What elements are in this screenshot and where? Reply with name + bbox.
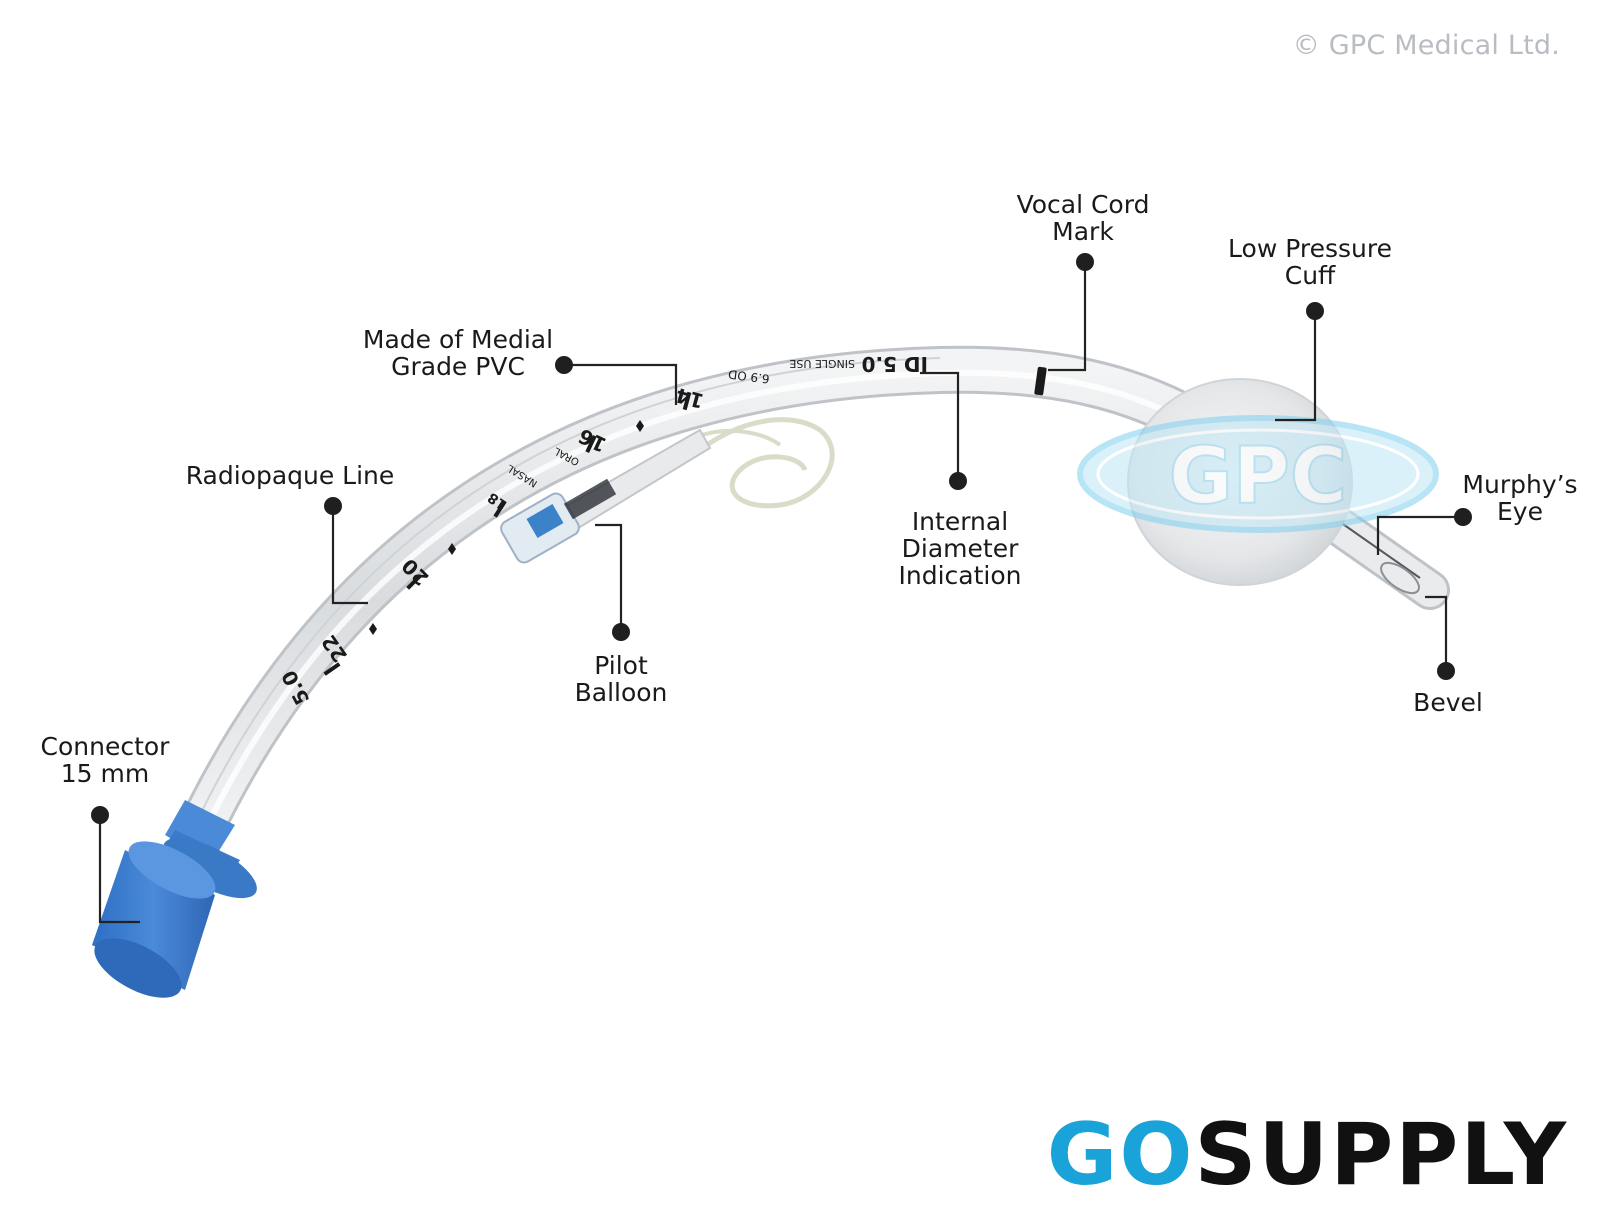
- watermark-text: GPC: [1169, 432, 1347, 522]
- gpc-watermark: GPC: [1077, 415, 1439, 533]
- leader-murphys-eye: [1376, 515, 1463, 555]
- label-bevel: Bevel: [1413, 688, 1483, 717]
- single-use-mark: SINGLE USE: [789, 357, 855, 370]
- distal-tip: [1310, 500, 1450, 610]
- leader-pvc: [564, 363, 678, 405]
- leader-pilot-balloon: [595, 523, 623, 632]
- pilot-balloon-assembly: [500, 417, 835, 564]
- leader-vocal-cord: [1048, 262, 1087, 372]
- gosupply-logo: GOSUPPLY: [1047, 1110, 1568, 1200]
- leader-radiopaque: [331, 506, 368, 605]
- logo-supply: SUPPLY: [1194, 1105, 1568, 1205]
- tube-body: [176, 345, 1204, 854]
- leader-internal-diameter: [920, 371, 960, 481]
- od-mark: 6.9 OD: [727, 367, 770, 386]
- leader-lines: [98, 262, 1463, 924]
- leader-cuff: [1275, 311, 1317, 422]
- leader-connector: [98, 815, 140, 924]
- logo-go: GO: [1046, 1105, 1195, 1205]
- leader-bevel: [1425, 595, 1448, 671]
- connector-15mm: [92, 800, 257, 998]
- id-mark: ID 5.0: [862, 352, 928, 376]
- leader-dots: [91, 253, 1472, 824]
- label-radiopaque-line: Radiopaque Line: [185, 461, 395, 490]
- radiopaque-line-stripe: [199, 357, 941, 816]
- vocal-cord-band: [1034, 366, 1047, 396]
- copyright-notice: © GPC Medical Ltd.: [1292, 30, 1560, 61]
